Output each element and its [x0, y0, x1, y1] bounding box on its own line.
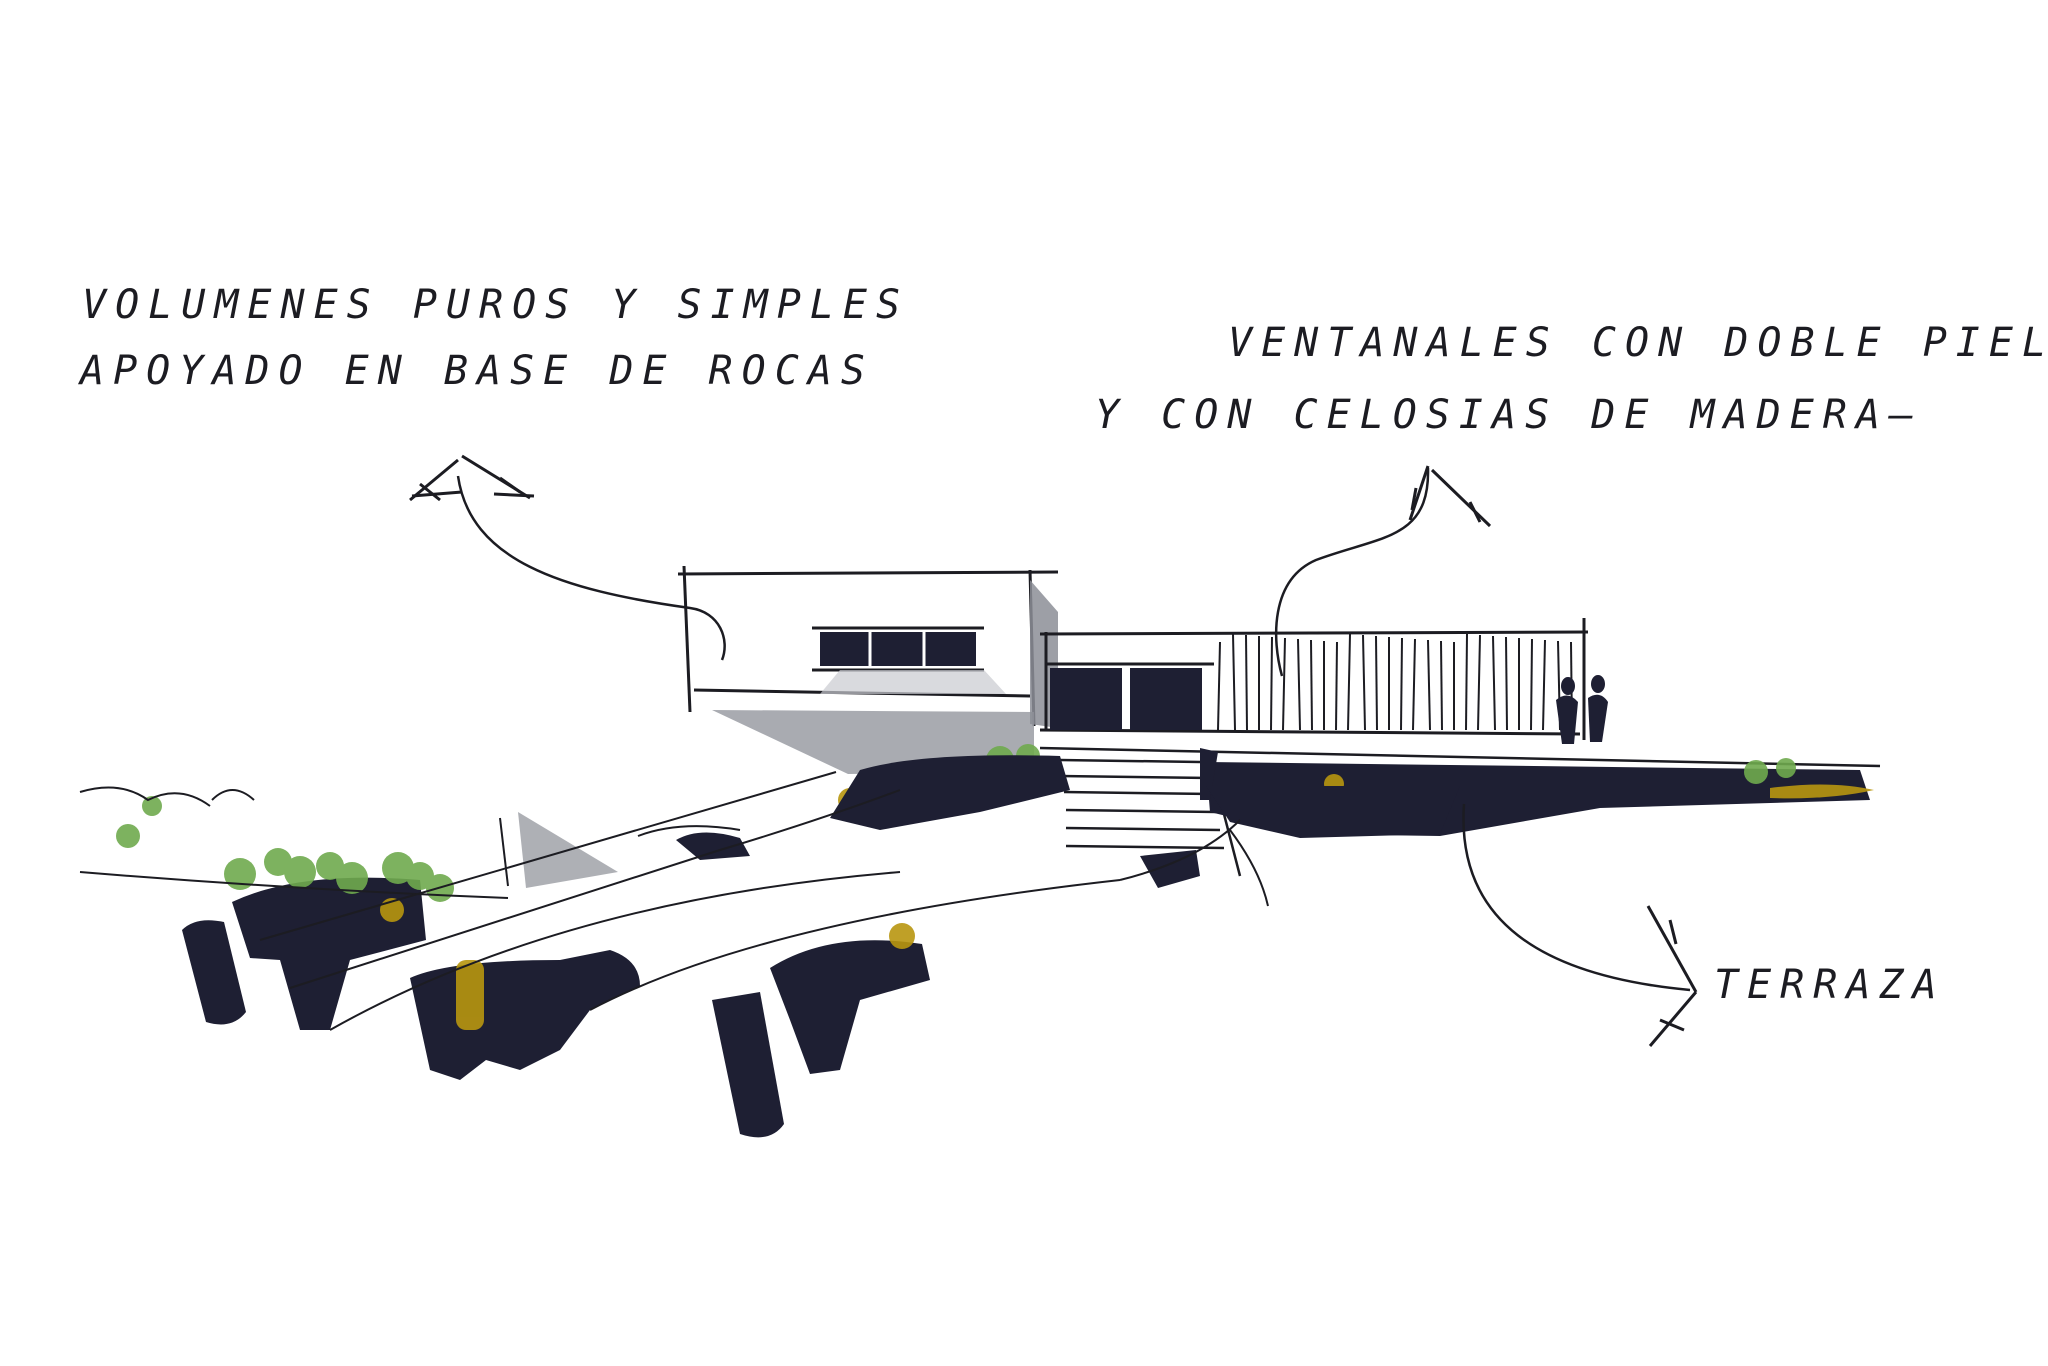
celosia-slat: [1335, 641, 1338, 731]
window-strip: [812, 626, 1006, 694]
celosia-slat: [1492, 635, 1496, 731]
arrow-mark-left: [409, 454, 535, 502]
celosia-slat: [1477, 634, 1481, 731]
annotation-right-line2: Y CON CELOSIAS DE MADERA—: [1095, 392, 1923, 438]
celosia-slat: [1297, 638, 1301, 731]
pointer-squiggle-terraza: [1462, 803, 1691, 992]
celosia-slat: [1427, 639, 1431, 731]
pointer-squiggle-right: [1274, 467, 1430, 677]
celosia-slat: [1282, 637, 1286, 731]
celosia-slat: [1400, 637, 1403, 731]
celosia-slat: [1347, 633, 1351, 731]
celosia-slat: [1530, 638, 1533, 731]
celosia-slat: [1217, 641, 1221, 731]
celosias-slats: [1217, 633, 1573, 731]
pavilion: [1039, 618, 1589, 740]
celosia-slat: [1440, 640, 1443, 731]
rocks-midground: [830, 755, 1460, 838]
glazing: [1046, 662, 1214, 730]
annotation-left-line2: APOYADO EN BASE DE ROCAS: [80, 348, 874, 394]
celosia-slat: [1375, 635, 1378, 731]
annotation-terraza: TERRAZA: [1714, 962, 1946, 1008]
pointer-squiggle-left: [456, 475, 726, 661]
celosia-slat: [1412, 638, 1416, 731]
celosia-slat: [1270, 636, 1273, 731]
arrow-mark-right: [1408, 465, 1492, 528]
celosia-slat: [1245, 634, 1248, 731]
arrow-mark-terraza: [1646, 905, 1698, 1047]
celosia-slat: [1362, 634, 1366, 731]
annotation-right-line1: VENTANALES CON DOBLE PIEL..: [1228, 320, 2048, 366]
celosia-slat: [1310, 639, 1313, 731]
celosia-slat: [1542, 639, 1546, 731]
ground-lines: [79, 771, 1269, 1031]
celosia-slat: [1232, 633, 1236, 731]
figures: [1556, 675, 1608, 744]
celosia-slat: [1505, 636, 1508, 731]
rocks-foreground: [182, 748, 1218, 1138]
celosia-slat: [1465, 633, 1468, 731]
annotation-left-line1: VOLUMENES PUROS Y SIMPLES: [82, 282, 910, 328]
